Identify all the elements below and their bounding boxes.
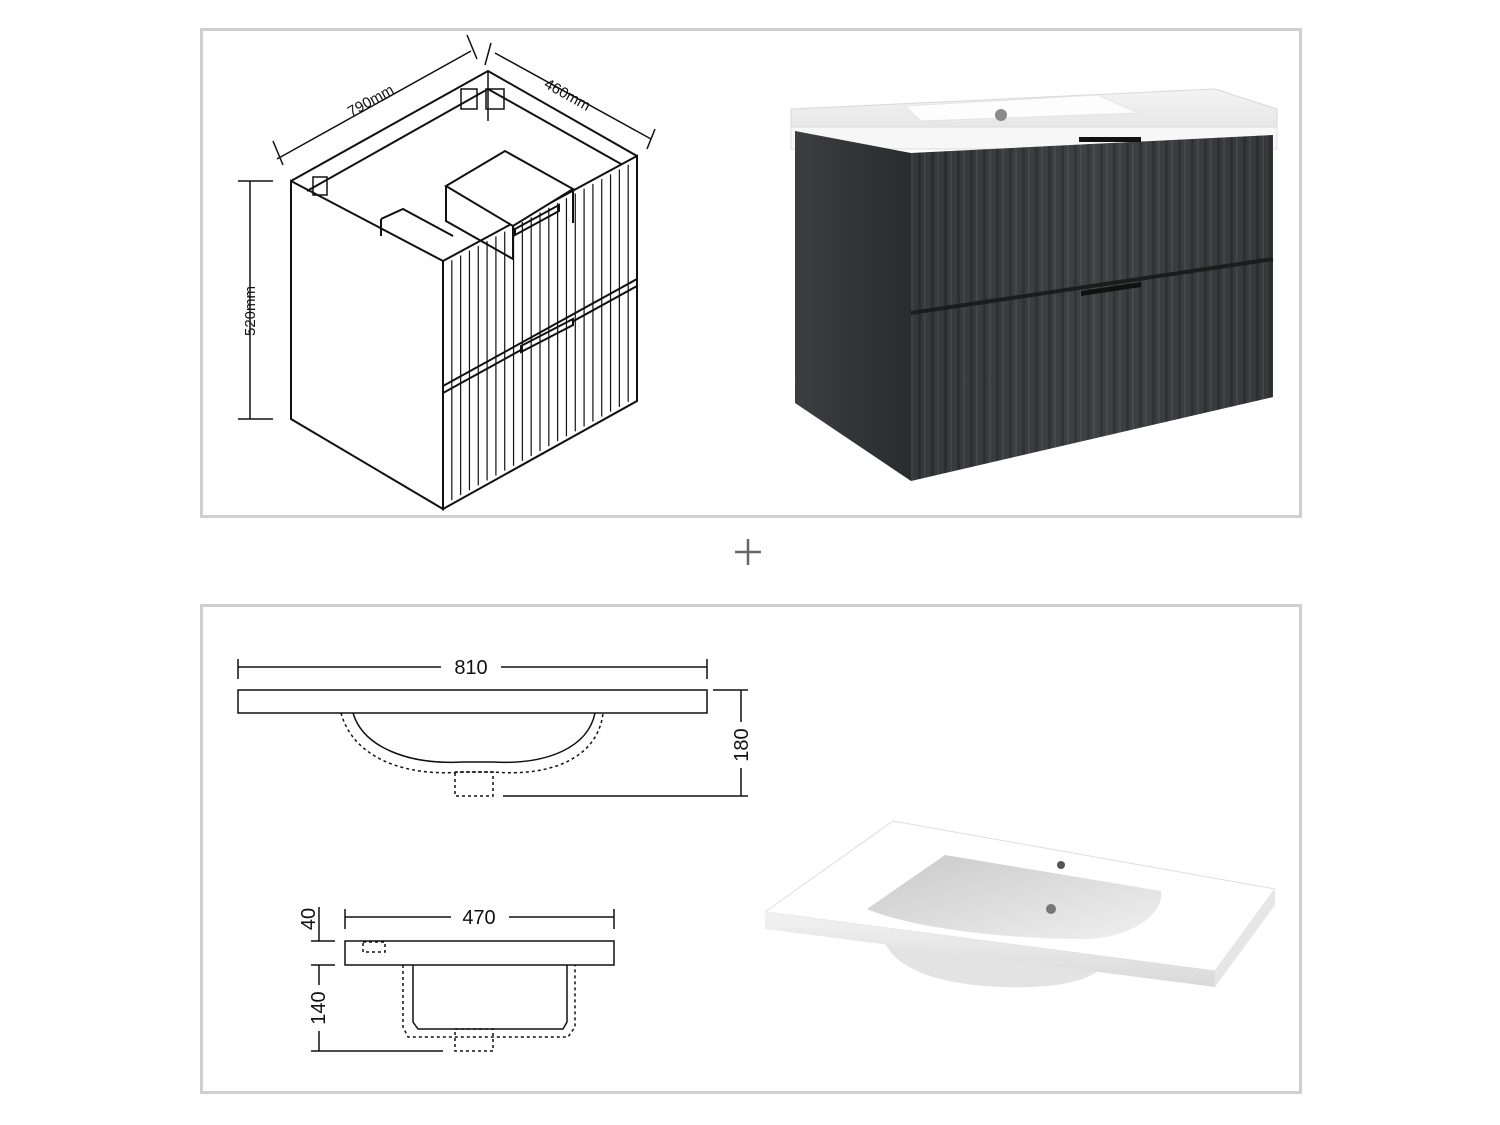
basin-drain-icon	[1046, 904, 1056, 914]
plus-separator-icon	[735, 539, 761, 565]
cabinet-height-label: 520mm	[242, 286, 259, 336]
cabinet-panel-graphics: 790mm 460mm 520mm	[238, 34, 1278, 511]
basin-panel: 810 180 470 40 140	[200, 604, 1302, 1094]
basin-panel-graphics: 810 180 470 40 140	[237, 654, 1276, 1052]
basin-product-render	[763, 820, 1276, 988]
basin-depth-label-bg	[451, 904, 509, 930]
cabinet-depth-label: 460mm	[541, 76, 593, 115]
basin-height-label-bg	[727, 722, 755, 768]
basin-width-label-bg	[441, 654, 501, 680]
basin-bowl-label: 140	[308, 991, 330, 1024]
basin-front-drawing	[237, 659, 748, 797]
cabinet-line-drawing	[290, 69, 638, 511]
basin-rim-label: 40	[298, 908, 320, 930]
cabinet-width-label: 790mm	[345, 82, 397, 121]
cabinet-dimension-lines	[238, 34, 656, 420]
cabinet-flute-lines	[451, 164, 629, 501]
cabinet-panel: 790mm 460mm 520mm	[200, 28, 1302, 518]
drain-icon	[995, 109, 1007, 121]
basin-depth-label: 470	[462, 907, 495, 929]
drawer-handle-top	[1079, 137, 1141, 142]
drawer-handle-bottom	[1081, 282, 1141, 296]
tap-hole-icon	[1057, 861, 1065, 869]
basin-bowl-label-bg	[303, 985, 331, 1031]
basin-side-drawing	[311, 907, 615, 1052]
cabinet-product-photo	[790, 88, 1278, 481]
basin-height-label: 180	[731, 728, 753, 761]
basin-width-label: 810	[454, 657, 487, 679]
